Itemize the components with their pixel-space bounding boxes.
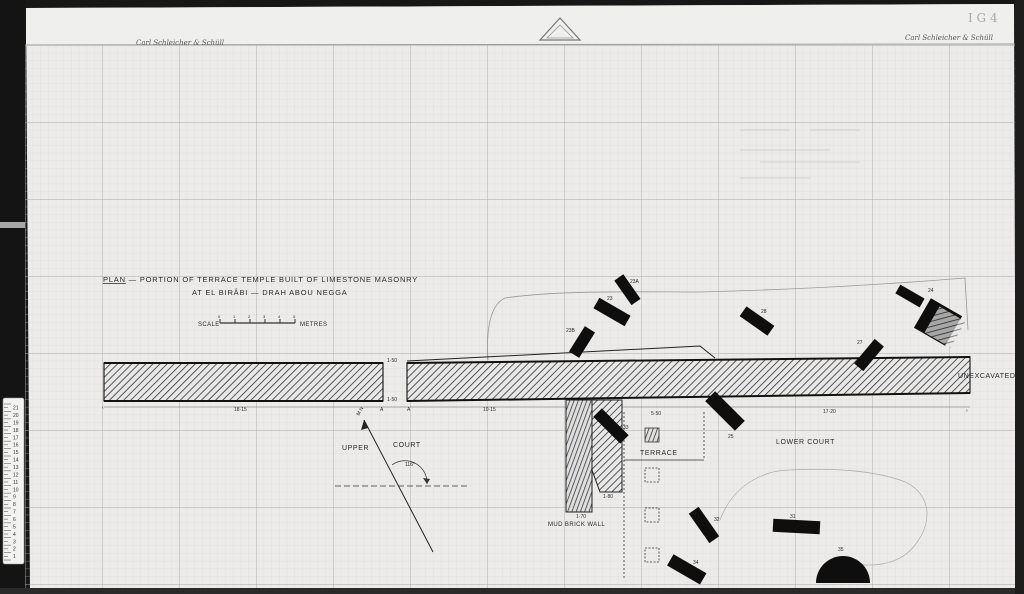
ruler-number: 9 [13, 495, 16, 501]
dimension-line: ‹ › [102, 405, 970, 414]
excavation-outline [487, 277, 969, 361]
tomb-23: 23 [593, 296, 631, 327]
tomb-35: 35 [816, 547, 870, 583]
dim-wall-bottom: 1·70 [576, 514, 586, 520]
ruler-number: 14 [13, 458, 19, 464]
tomb-32: 32 [688, 506, 720, 544]
lower-court-outline [719, 468, 928, 566]
svg-text:23B: 23B [566, 328, 576, 334]
svg-text:0: 0 [218, 314, 221, 319]
tomb-33: 33 [593, 408, 629, 444]
svg-text:›: › [966, 408, 968, 414]
angle-label: 116° [405, 462, 415, 468]
dim-gap-bottom: 1·50 [387, 397, 397, 403]
plan-title-line2: AT EL BIRÂBI — DRAH ABOU NEGGA [192, 288, 348, 297]
dim-span-mid: 10·15 [483, 407, 496, 413]
wall-left [103, 362, 384, 402]
tomb-23a: 23A [614, 274, 641, 306]
svg-text:32: 32 [714, 517, 720, 523]
dim-court-width: 5·50 [651, 411, 661, 417]
svg-text:34: 34 [693, 560, 699, 566]
tomb-23b: 23B [566, 326, 596, 358]
tomb-34: 34 [667, 554, 707, 585]
ruler-number: 18 [13, 428, 19, 434]
svg-text:35: 35 [838, 547, 844, 553]
dim-wall-top: 1·80 [603, 494, 613, 500]
svg-text:1: 1 [233, 314, 236, 319]
point-a2: A [407, 407, 411, 413]
tomb-27: 27 [854, 338, 884, 372]
mud-brick-wall-label: MUD BRICK WALL [548, 522, 605, 528]
svg-text:METRES: METRES [300, 322, 327, 328]
ramp-line [406, 345, 716, 362]
north-label: M N [356, 406, 366, 417]
ruler-number: 19 [13, 420, 19, 426]
ruler-number: 21 [13, 406, 19, 412]
ruler-number: 16 [13, 443, 19, 449]
dim-span-left: 18·15 [234, 407, 247, 413]
terrace-label: TERRACE [640, 450, 678, 457]
faint-notes [740, 129, 860, 179]
ruler-number: 7 [13, 510, 16, 516]
ruler-number: 6 [13, 517, 16, 523]
svg-text:24: 24 [928, 288, 934, 294]
tomb-28: 28 [739, 306, 775, 336]
maker-stamp-right: Carl Schleicher & Schüll [905, 34, 993, 42]
ruler-number: 11 [13, 480, 18, 486]
triangle-logo [538, 17, 582, 41]
ruler-number: 10 [13, 487, 19, 493]
ruler-number: 13 [13, 465, 19, 471]
graph-grid [25, 45, 1015, 588]
lower-court-label: LOWER COURT [776, 439, 835, 446]
ruler-number: 15 [13, 450, 19, 456]
pillar-base [644, 427, 660, 443]
plan-title-line1: PLAN — PORTION OF TERRACE TEMPLE BUILT O… [103, 275, 418, 284]
ruler-number: 20 [13, 413, 19, 419]
svg-text:‹: ‹ [102, 405, 104, 411]
svg-text:2: 2 [248, 314, 251, 319]
scale-bar: SCALE 0 1 2 3 4 5 METRES [198, 314, 327, 328]
ruler-number: 8 [13, 502, 16, 508]
ruler-number: 1 [13, 554, 16, 560]
upper-court-label-b: COURT [393, 442, 421, 449]
mud-brick-wall [565, 399, 593, 513]
ruler-number: 12 [13, 472, 19, 478]
tomb-31: 31 [772, 514, 821, 535]
svg-text:33: 33 [623, 425, 629, 431]
upper-court-label-a: UPPER [342, 445, 369, 452]
ruler-number: 2 [13, 547, 16, 553]
svg-text:3: 3 [263, 314, 266, 319]
terrace-area [623, 412, 705, 580]
svg-text:23: 23 [607, 296, 613, 302]
svg-text:31: 31 [790, 514, 796, 520]
svg-text:27: 27 [857, 340, 863, 346]
sheet-id: I G 4 [968, 11, 998, 25]
point-a1: A [380, 407, 384, 413]
dim-gap-top: 1·50 [387, 358, 397, 364]
svg-text:4: 4 [278, 314, 281, 319]
ruler-number: 4 [13, 532, 16, 538]
unexcavated-label: UNEXCAVATED [958, 373, 1016, 380]
svg-text:23A: 23A [630, 279, 640, 285]
svg-text:28: 28 [761, 309, 767, 315]
tomb-25: 25 [705, 391, 745, 440]
maker-stamp-left: Carl Schleicher & Schüll [136, 39, 224, 47]
svg-text:SCALE: SCALE [198, 322, 220, 328]
ruler-number: 17 [13, 435, 19, 441]
ruler-number: 3 [13, 539, 16, 545]
dim-span-right: 17·20 [823, 409, 836, 415]
ruler-number: 5 [13, 524, 16, 530]
svg-text:5: 5 [293, 314, 296, 319]
north-arrow [335, 419, 470, 553]
tomb-24: 24 [895, 284, 966, 348]
svg-text:25: 25 [728, 434, 734, 440]
measuring-ruler [2, 397, 25, 565]
